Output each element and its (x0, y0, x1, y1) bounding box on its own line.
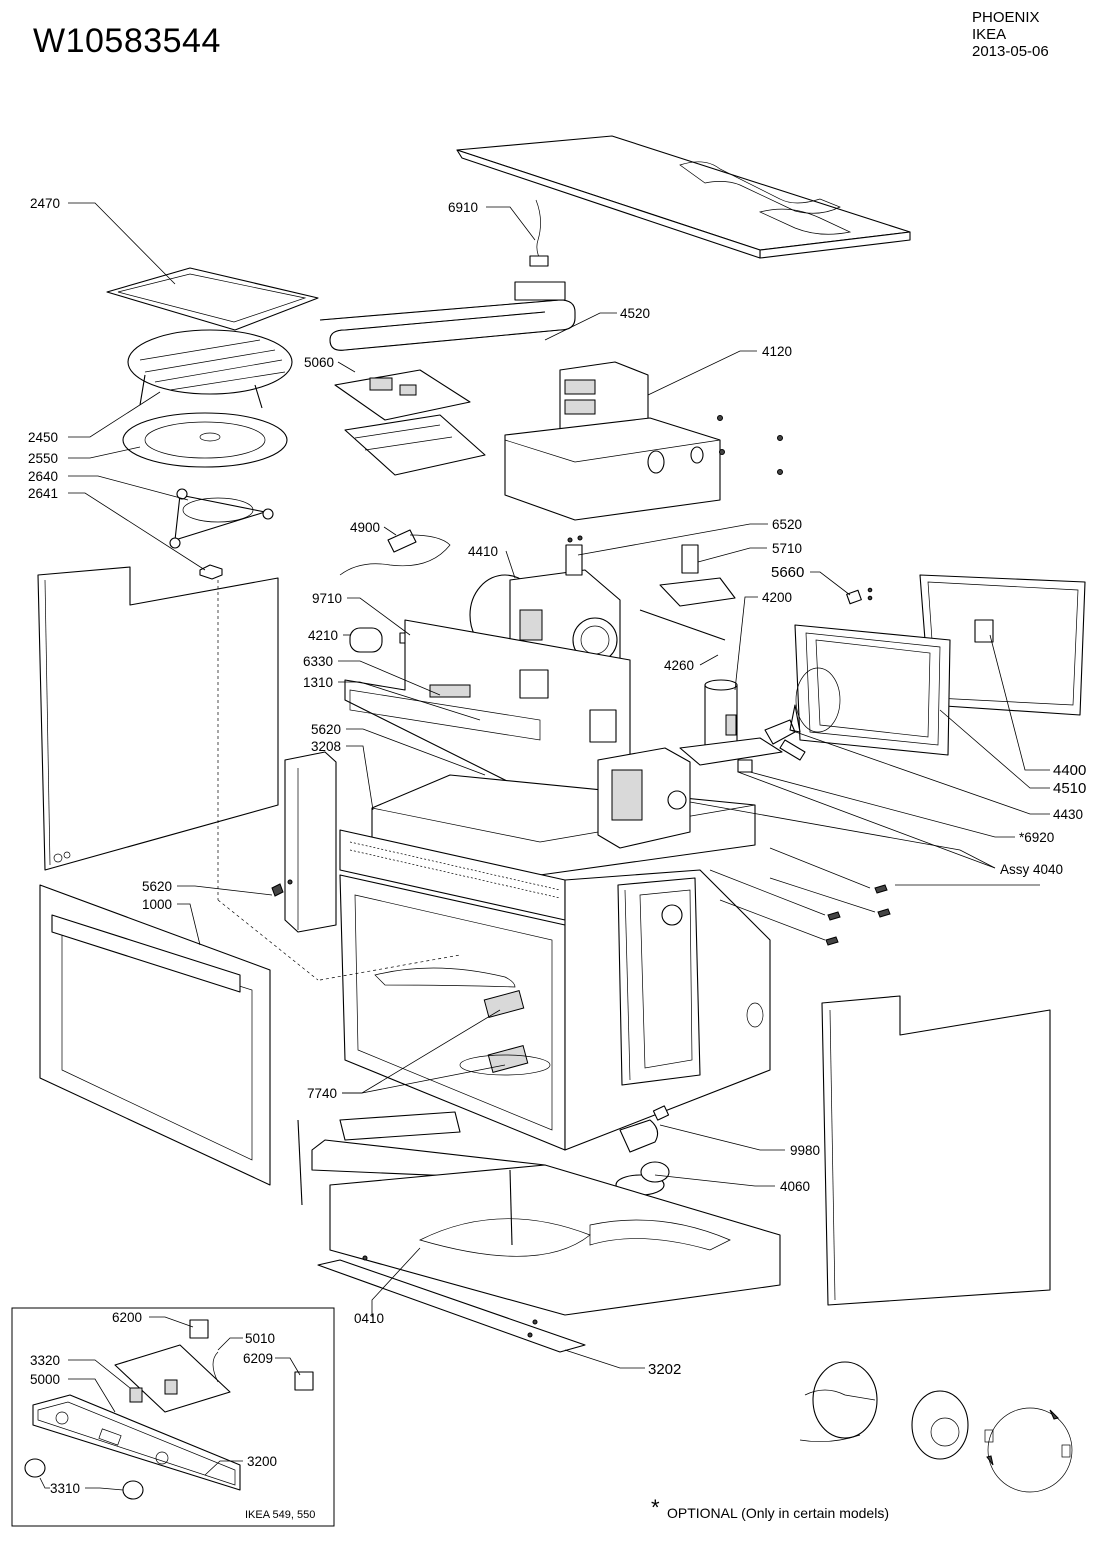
callout-labels: 2470 6910 4520 4120 5060 2450 2550 2640 … (28, 196, 1086, 1521)
callout-2640: 2640 (28, 469, 58, 484)
callout-4120: 4120 (762, 344, 792, 359)
guide-lines (217, 580, 461, 981)
turntable-coupler-part (199, 564, 223, 580)
callout-3200: 3200 (247, 1454, 277, 1469)
callout-4520: 4520 (620, 306, 650, 321)
transformer-part (504, 361, 721, 521)
front-trim-part (317, 1255, 586, 1353)
callout-6910: 6910 (448, 200, 478, 215)
header-line-customer: IKEA (972, 26, 1007, 43)
callout-5660: 5660 (771, 564, 804, 581)
callout-3320: 3320 (30, 1353, 60, 1368)
callout-2450: 2450 (28, 430, 58, 445)
callout-3310: 3310 (50, 1481, 80, 1496)
door-switch-bracket-part (639, 544, 736, 641)
fuse-part (565, 535, 583, 576)
callout-2641: 2641 (28, 486, 58, 501)
grill-element-part (319, 281, 576, 351)
callout-4410: 4410 (468, 544, 498, 559)
glass-tray-part (106, 267, 319, 331)
callout-5000: 5000 (30, 1372, 60, 1387)
thermostat-cord-part (529, 199, 549, 267)
callout-1310: 1310 (303, 675, 333, 690)
turntable-plate-part (122, 412, 288, 468)
magnetron-part (597, 747, 753, 849)
callout-2470: 2470 (30, 196, 60, 211)
door-part (39, 884, 271, 1186)
callout-6209: 6209 (243, 1351, 273, 1366)
hv-capacitor-part (679, 679, 783, 766)
air-duct-part (271, 751, 337, 933)
control-board-part (334, 369, 486, 476)
callout-4210: 4210 (308, 628, 338, 643)
callout-3202: 3202 (648, 1361, 681, 1378)
fan-blade-part (764, 704, 806, 761)
model-number: W10583544 (33, 22, 221, 60)
control-panel-inset (11, 1307, 335, 1527)
back-panel-part (344, 619, 631, 806)
turntable-motor-part (619, 1105, 670, 1153)
callout-3208: 3208 (311, 739, 341, 754)
callout-5620-top: 5620 (311, 722, 341, 737)
cavity-assembly-part (339, 829, 771, 1151)
assembly-instructions-illustration (799, 1361, 1073, 1493)
callout-0410: 0410 (354, 1311, 384, 1326)
header-line-date: 2013-05-06 (972, 43, 1049, 60)
callout-6330: 6330 (303, 654, 333, 669)
callout-6200: 6200 (112, 1310, 142, 1325)
right-side-panel-part (821, 995, 1051, 1306)
callout-4400: 4400 (1053, 762, 1086, 779)
callout-4060: 4060 (780, 1179, 810, 1194)
stirrer-motor-part (615, 1161, 670, 1196)
left-side-panel-part (37, 566, 279, 871)
callout-4510: 4510 (1053, 780, 1086, 797)
choke-frame-part (794, 624, 951, 756)
base-plate-part (297, 1111, 781, 1316)
screws-magnetron (825, 884, 891, 946)
callout-2550: 2550 (28, 451, 58, 466)
callout-7740: 7740 (307, 1086, 337, 1101)
interlock-switch-part (846, 587, 873, 605)
callout-5710: 5710 (772, 541, 802, 556)
grill-rack-part (127, 329, 293, 409)
callout-4900: 4900 (350, 520, 380, 535)
callout-assy-4040: Assy 4040 (1000, 862, 1063, 877)
footnote-text: OPTIONAL (Only in certain models) (667, 1505, 889, 1521)
callout-6920: *6920 (1019, 830, 1054, 845)
power-cord-part (339, 529, 451, 576)
footnote-star: * (651, 1495, 660, 1520)
callout-9710: 9710 (312, 591, 342, 606)
callout-5010: 5010 (245, 1331, 275, 1346)
callout-4430: 4430 (1053, 807, 1083, 822)
screw-guide-lines (709, 847, 1040, 941)
callout-6520: 6520 (772, 517, 802, 532)
callout-5620-bottom: 5620 (142, 879, 172, 894)
inset-model-note: IKEA 549, 550 (245, 1509, 315, 1521)
top-cover-part (456, 135, 911, 259)
callout-5060: 5060 (304, 355, 334, 370)
side-bracket-part (617, 877, 701, 1086)
callout-9980: 9980 (790, 1143, 820, 1158)
roller-ring-part (169, 488, 274, 549)
screws-transformer (717, 415, 783, 475)
callout-4260: 4260 (664, 658, 694, 673)
callout-4200: 4200 (762, 590, 792, 605)
leader-lines (39, 202, 1050, 1491)
header-line-brand: PHOENIX (972, 9, 1040, 26)
callout-1000: 1000 (142, 897, 172, 912)
control-panel-part (24, 1319, 314, 1500)
